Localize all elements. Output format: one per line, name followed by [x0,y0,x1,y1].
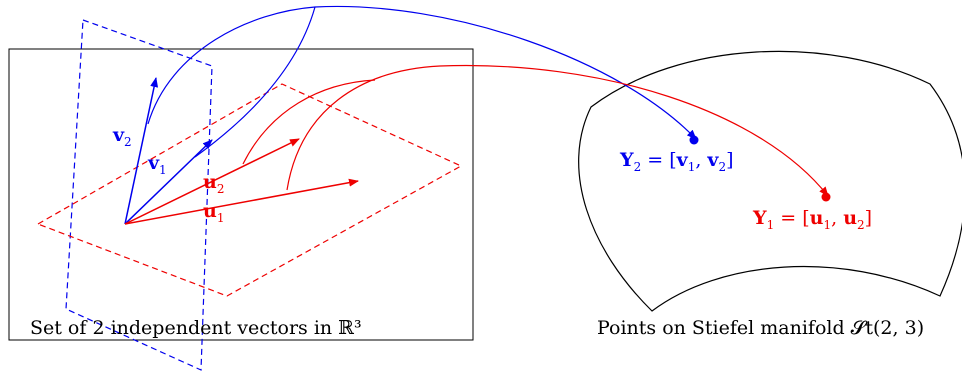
map-curve-v1 [194,6,316,158]
stiefel-manifold-shape [578,50,962,312]
red-plane [36,83,463,297]
left-caption: Set of 2 independent vectors in ℝ³ [30,317,362,339]
label-u1: u1 [203,200,224,225]
map-curve-v2 [147,5,697,140]
point-Y2 [689,135,699,145]
vector-v2 [124,77,159,225]
left-panel-frame [8,48,474,341]
vector-u1 [124,178,359,225]
vector-u2 [124,138,300,225]
label-Y2: Y2 = [v1, v2] [619,149,734,174]
label-Y1: Y1 = [u1, u2] [752,207,872,232]
label-u2: u2 [203,171,224,196]
blue-plane [65,19,213,371]
label-v2: v2 [112,124,132,149]
label-v1: v1 [147,152,167,177]
point-Y1 [821,192,831,202]
map-curve-u1 [286,64,829,197]
right-caption: Points on Stiefel manifold 𝓢t(2, 3) [597,317,924,339]
map-curve-u2 [242,79,376,165]
vector-v1 [124,139,213,225]
